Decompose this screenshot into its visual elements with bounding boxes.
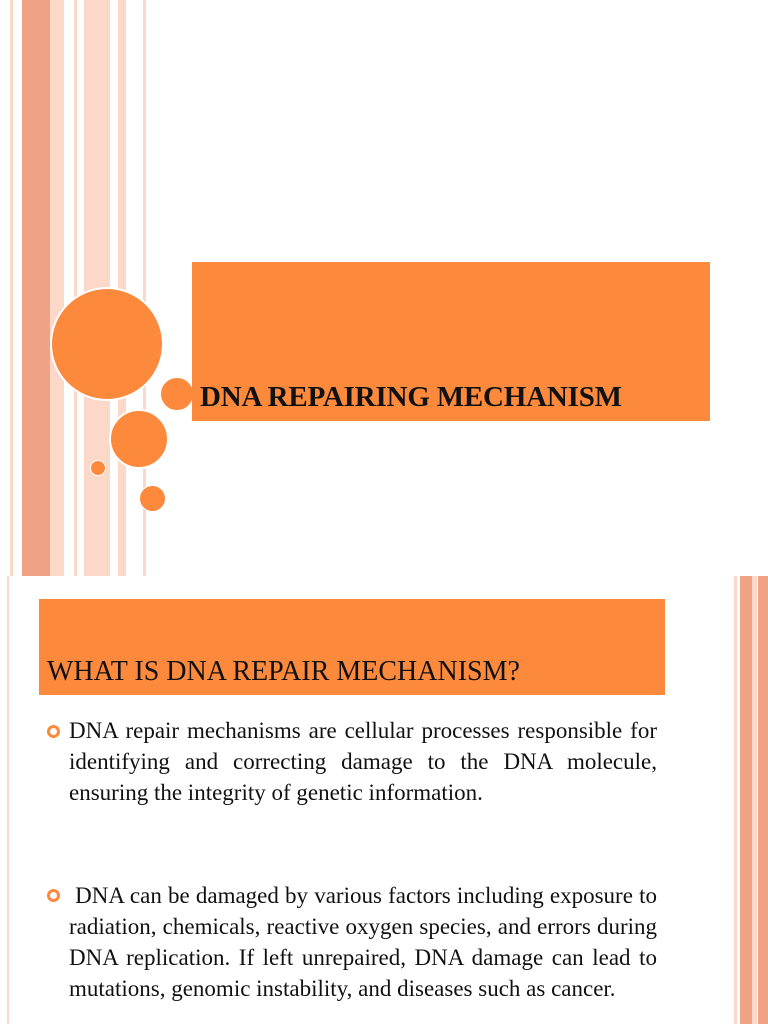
- content-slide: WHAT IS DNA REPAIR MECHANISM? DNA repair…: [0, 576, 768, 1024]
- decorative-stripe: [734, 576, 737, 1024]
- decorative-stripe: [7, 576, 9, 1024]
- decorative-stripe: [22, 0, 50, 576]
- title-banner: [192, 262, 710, 421]
- bullet-icon: [47, 725, 60, 738]
- slide-heading: WHAT IS DNA REPAIR MECHANISM?: [47, 656, 520, 687]
- bullet-text: DNA repair mechanisms are cellular proce…: [69, 718, 657, 805]
- decorative-stripe: [752, 576, 757, 1024]
- decorative-stripe: [50, 0, 64, 576]
- title-slide: DNA REPAIRING MECHANISM: [10, 0, 710, 576]
- decorative-stripe: [758, 576, 768, 1024]
- decorative-stripe: [10, 0, 13, 576]
- decorative-circle-tiny: [90, 460, 106, 476]
- decorative-stripe: [143, 0, 146, 576]
- decorative-stripe: [118, 0, 126, 576]
- bullet-icon: [47, 889, 60, 902]
- decorative-circle-small: [139, 485, 166, 512]
- heading-banner: [39, 599, 665, 695]
- decorative-circle-large: [50, 287, 164, 401]
- decorative-circle-small: [159, 376, 195, 412]
- decorative-stripe: [74, 0, 77, 576]
- decorative-stripe: [740, 576, 752, 1024]
- bullet-text: DNA can be damaged by various factors in…: [69, 883, 663, 1001]
- slide-title: DNA REPAIRING MECHANISM: [200, 381, 622, 413]
- decorative-circle-medium: [109, 409, 169, 469]
